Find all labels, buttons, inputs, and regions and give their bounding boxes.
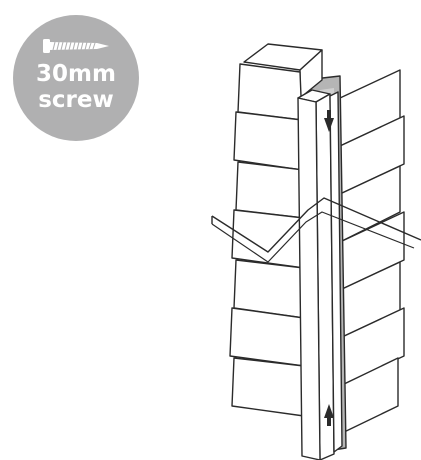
screw-icon: [43, 39, 109, 53]
screw-type-label: screw: [38, 87, 114, 113]
installer-hand-outline: [211, 197, 421, 263]
corner-trim-board: [297, 89, 335, 460]
arrow-up-icon: [324, 404, 334, 418]
left-wall-siding: [229, 63, 305, 417]
screw-length-label: 30mm: [36, 61, 116, 87]
right-wall-siding: [339, 69, 405, 435]
screw-size-badge: 30mm screw: [13, 15, 139, 141]
screw-position-arrows: [324, 110, 334, 426]
arrow-down-icon: [324, 118, 334, 132]
